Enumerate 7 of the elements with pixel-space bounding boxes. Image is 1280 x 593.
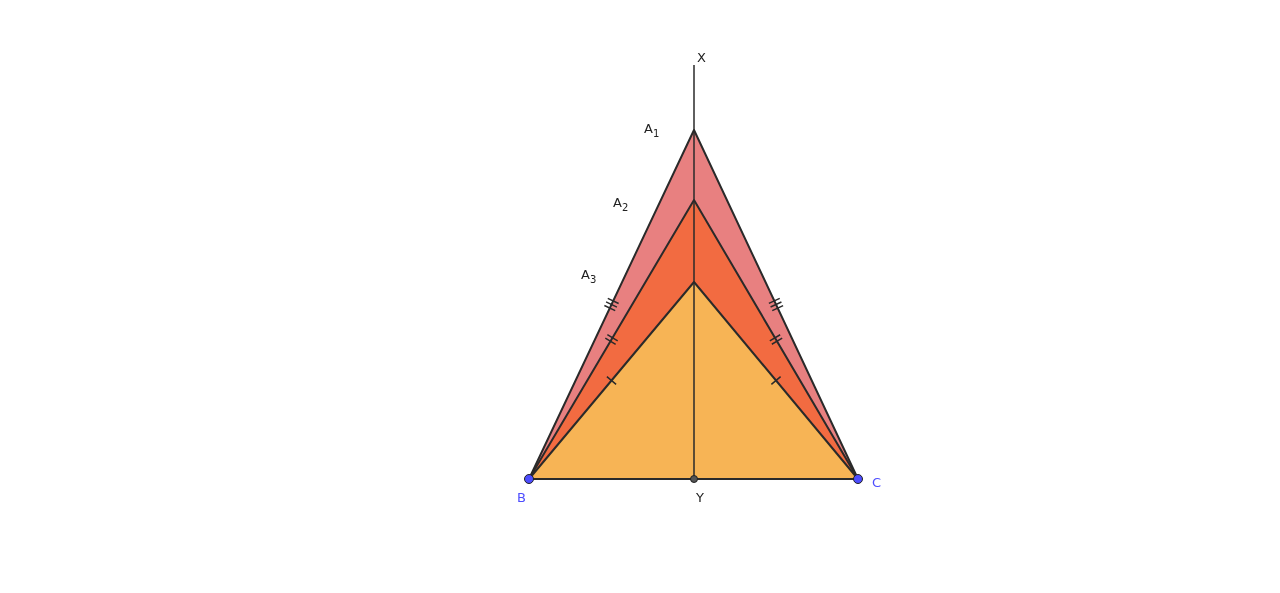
point-label: A$_{3}$ bbox=[581, 268, 597, 285]
point-label: A$_{1}$ bbox=[644, 122, 660, 139]
point-label: B bbox=[517, 491, 526, 504]
point-label: A$_{2}$ bbox=[613, 196, 629, 213]
point-label: Y bbox=[696, 491, 704, 504]
point-label: X bbox=[697, 51, 706, 64]
point-label: C bbox=[872, 476, 882, 489]
